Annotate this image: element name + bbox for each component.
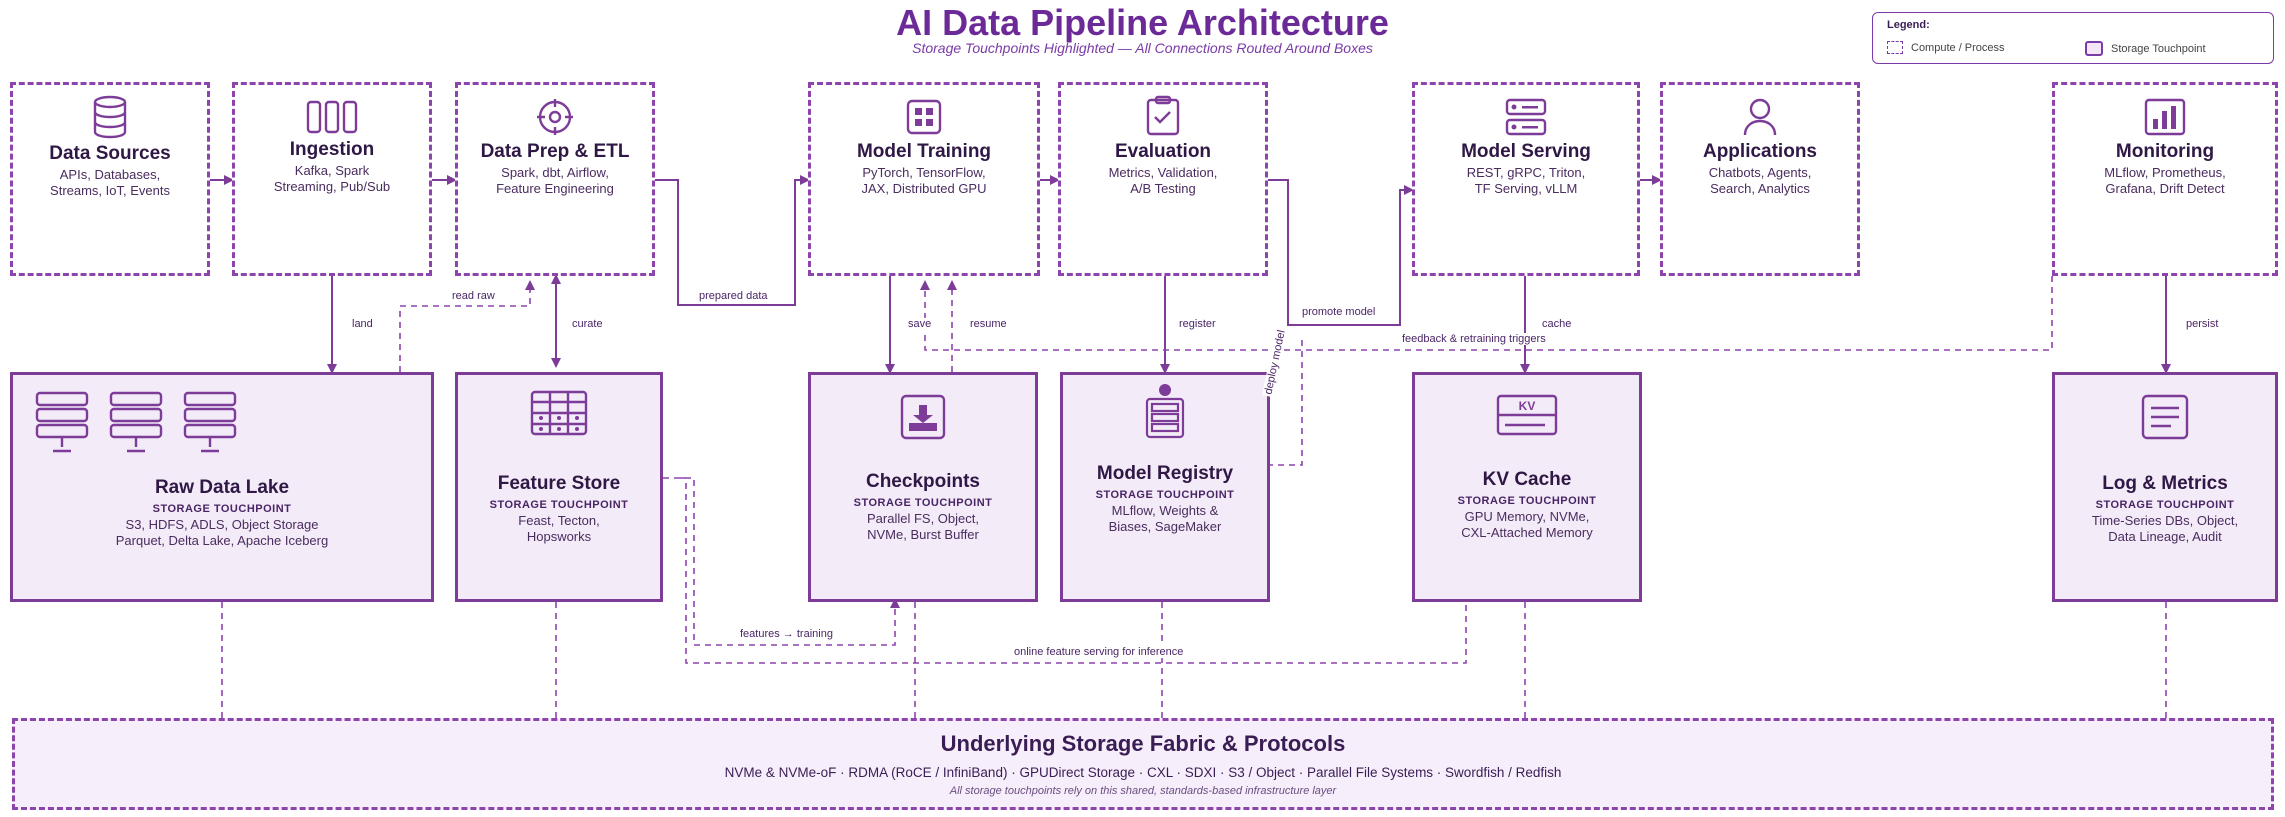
box-title: Raw Data Lake bbox=[154, 477, 290, 498]
bar-chart-icon bbox=[2144, 98, 2186, 136]
arrow-feedback bbox=[920, 276, 2053, 351]
box-title: Log & Metrics bbox=[2102, 473, 2228, 494]
box-title: Data Sources bbox=[49, 143, 171, 164]
solid-box-icon bbox=[2085, 41, 2103, 56]
storage-tag: STORAGE TOUCHPOINT bbox=[152, 503, 292, 515]
box-applications[interactable]: Applications Chatbots, Agents, Search, A… bbox=[1660, 82, 1860, 276]
dashed-box-icon bbox=[1887, 41, 1903, 54]
box-kv-cache[interactable]: KV KV Cache STORAGE TOUCHPOINT GPU Memor… bbox=[1412, 372, 1642, 602]
clipboard-check-icon bbox=[1146, 95, 1180, 136]
storage-tag: STORAGE TOUCHPOINT bbox=[1457, 495, 1597, 507]
edge-label-read-raw: read raw bbox=[450, 290, 497, 302]
server-icon bbox=[1505, 98, 1547, 136]
box-title: Data Prep & ETL bbox=[480, 141, 630, 162]
version-stack-icon bbox=[1145, 384, 1185, 439]
box-title: Ingestion bbox=[289, 139, 375, 160]
box-evaluation[interactable]: Evaluation Metrics, Validation, A/B Test… bbox=[1058, 82, 1268, 276]
svg-text:KV: KV bbox=[1519, 399, 1536, 413]
edge-label-prepared-data: prepared data bbox=[697, 290, 770, 302]
box-checkpoints[interactable]: Checkpoints STORAGE TOUCHPOINT Parallel … bbox=[808, 372, 1038, 602]
database-icon bbox=[93, 95, 127, 139]
box-title: Checkpoints bbox=[865, 471, 981, 492]
arrow-prepared-data bbox=[655, 175, 810, 306]
storage-fabric[interactable]: Underlying Storage Fabric & Protocols NV… bbox=[12, 718, 2274, 810]
box-data-sources[interactable]: Data Sources APIs, Databases, Streams, I… bbox=[10, 82, 210, 276]
box-log-metrics[interactable]: Log & Metrics STORAGE TOUCHPOINT Time-Se… bbox=[2052, 372, 2278, 602]
fabric-title: Underlying Storage Fabric & Protocols bbox=[940, 731, 1346, 756]
box-raw-data-lake[interactable]: Raw Data Lake STORAGE TOUCHPOINT S3, HDF… bbox=[10, 372, 434, 602]
edge-label-land: land bbox=[350, 318, 375, 330]
edge-label-persist: persist bbox=[2184, 318, 2221, 330]
box-details: S3, HDFS, ADLS, Object Storage Parquet, … bbox=[115, 517, 329, 548]
storage-tag: STORAGE TOUCHPOINT bbox=[2095, 499, 2235, 511]
box-title: Model Training bbox=[856, 141, 992, 162]
edge-label-resume: resume bbox=[968, 318, 1009, 330]
box-feature-store[interactable]: Feature Store STORAGE TOUCHPOINT Feast, … bbox=[455, 372, 663, 602]
legend-compute-label: Compute / Process bbox=[1911, 41, 2005, 54]
gpu-chip-icon bbox=[906, 99, 942, 135]
legend-compute: Compute / Process bbox=[1887, 41, 2005, 54]
edge-label-feedback: feedback & retraining triggers bbox=[1400, 333, 1548, 345]
storage-tag: STORAGE TOUCHPOINT bbox=[1095, 489, 1235, 501]
box-title: Feature Store bbox=[497, 473, 621, 494]
arrow-promote bbox=[1268, 179, 1414, 326]
box-title: Evaluation bbox=[1114, 141, 1212, 162]
arrow-read-raw bbox=[399, 280, 535, 372]
legend-storage-label: Storage Touchpoint bbox=[2111, 42, 2206, 55]
box-details: GPU Memory, NVMe, CXL-Attached Memory bbox=[1461, 509, 1593, 540]
edge-label-features-training: features → training bbox=[738, 628, 835, 640]
user-icon bbox=[1743, 98, 1777, 136]
box-details: MLflow, Weights & Biases, SageMaker bbox=[1108, 503, 1222, 534]
edge-label-promote-model: promote model bbox=[1300, 306, 1378, 318]
arrow-features-training bbox=[663, 477, 900, 646]
edge-label-register: register bbox=[1177, 318, 1218, 330]
edge-label-curate: curate bbox=[570, 318, 605, 330]
box-monitoring[interactable]: Monitoring MLflow, Prometheus, Grafana, … bbox=[2052, 82, 2278, 276]
fabric-note: All storage touchpoints rely on this sha… bbox=[949, 785, 1337, 797]
box-details: Metrics, Validation, A/B Testing bbox=[1108, 165, 1218, 196]
box-details: Kafka, Spark Streaming, Pub/Sub bbox=[273, 163, 391, 194]
document-lines-icon bbox=[2141, 394, 2189, 440]
legend: Legend: Compute / Process Storage Touchp… bbox=[1872, 12, 2274, 64]
box-model-serving[interactable]: Model Serving REST, gRPC, Triton, TF Ser… bbox=[1412, 82, 1640, 276]
etl-icon bbox=[537, 99, 573, 135]
box-ingestion[interactable]: Ingestion Kafka, Spark Streaming, Pub/Su… bbox=[232, 82, 432, 276]
page-subtitle: Storage Touchpoints Highlighted — All Co… bbox=[912, 40, 1373, 56]
box-details: Parallel FS, Object, NVMe, Burst Buffer bbox=[867, 511, 979, 542]
box-model-registry[interactable]: Model Registry STORAGE TOUCHPOINT MLflow… bbox=[1060, 372, 1270, 602]
edge-label-cache: cache bbox=[1540, 318, 1574, 330]
box-details: Feast, Tecton, Hopsworks bbox=[518, 513, 600, 544]
box-details: Spark, dbt, Airflow, Feature Engineering bbox=[496, 165, 614, 196]
storage-tag: STORAGE TOUCHPOINT bbox=[853, 497, 993, 509]
box-details: MLflow, Prometheus, Grafana, Drift Detec… bbox=[2104, 165, 2226, 196]
edge-label-online-feature: online feature serving for inference bbox=[1012, 646, 1186, 658]
box-details: Time-Series DBs, Object, Data Lineage, A… bbox=[2091, 513, 2239, 544]
kv-cache-icon: KV bbox=[1496, 394, 1558, 436]
table-grid-icon bbox=[530, 390, 588, 436]
arrow-online-features bbox=[680, 477, 1467, 664]
edge-label-save: save bbox=[906, 318, 934, 330]
legend-title: Legend: bbox=[1887, 19, 1930, 31]
storage-servers-icon bbox=[35, 391, 237, 453]
page-title: AI Data Pipeline Architecture bbox=[896, 2, 1389, 43]
legend-storage: Storage Touchpoint bbox=[2085, 41, 2206, 56]
box-title: Model Serving bbox=[1461, 141, 1591, 162]
box-details: PyTorch, TensorFlow, JAX, Distributed GP… bbox=[861, 165, 987, 196]
box-model-training[interactable]: Model Training PyTorch, TensorFlow, JAX,… bbox=[808, 82, 1040, 276]
ingestion-icon bbox=[306, 100, 358, 134]
box-data-prep[interactable]: Data Prep & ETL Spark, dbt, Airflow, Fea… bbox=[455, 82, 655, 276]
box-details: APIs, Databases, Streams, IoT, Events bbox=[50, 167, 170, 198]
box-details: REST, gRPC, Triton, TF Serving, vLLM bbox=[1466, 165, 1586, 196]
box-title: KV Cache bbox=[1482, 469, 1572, 490]
box-details: Chatbots, Agents, Search, Analytics bbox=[1708, 165, 1812, 196]
storage-tag: STORAGE TOUCHPOINT bbox=[489, 499, 629, 511]
box-title: Applications bbox=[1702, 141, 1817, 162]
box-title: Model Registry bbox=[1096, 463, 1234, 484]
download-tray-icon bbox=[900, 394, 946, 440]
box-title: Monitoring bbox=[2115, 141, 2215, 162]
fabric-protocols: NVMe & NVMe-oF · RDMA (RoCE / InfiniBand… bbox=[724, 765, 1562, 780]
